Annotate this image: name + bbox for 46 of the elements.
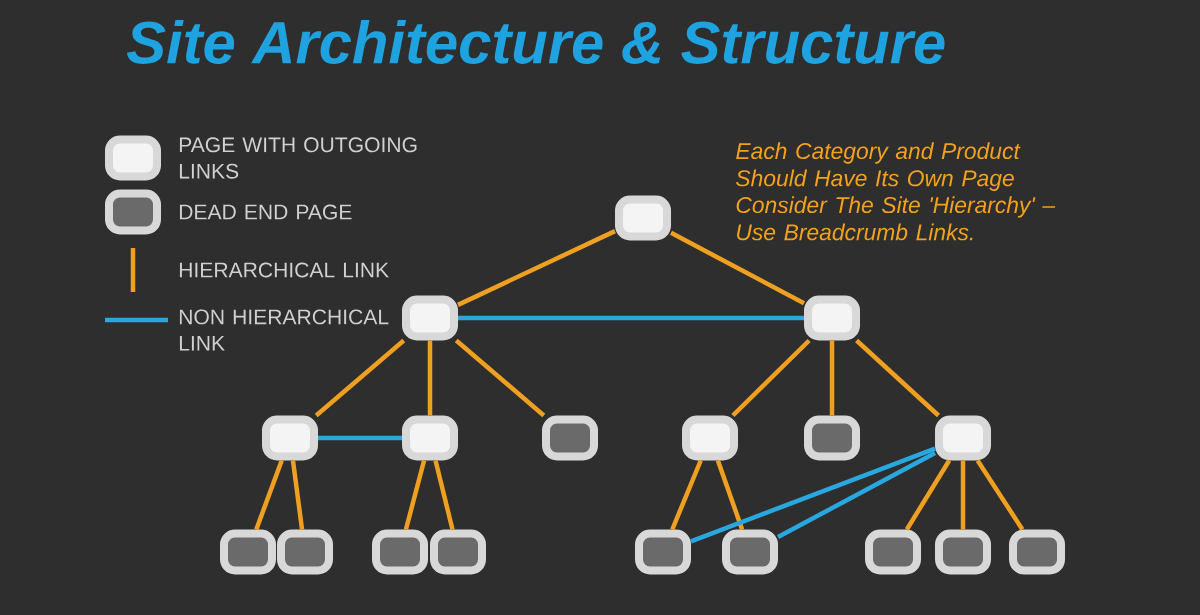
page-box [722,529,778,575]
link-line [427,340,433,416]
page-box [935,529,991,575]
title: Site Architecture & Structure [126,20,945,64]
page-box [682,415,738,461]
link-line [314,338,406,418]
link-line [457,229,616,307]
link-line [254,459,284,531]
link-line [829,340,835,416]
legend-label: HIERARCHICAL LINK [179,262,389,278]
page-box [372,529,428,575]
page-box [262,415,318,461]
link-line [690,446,936,544]
page-box [220,529,276,575]
legend-label: NON HIERARCHICAL LINK [179,309,389,351]
page-box [277,529,333,575]
page-box [402,415,458,461]
note-text: Each Category and Product Should Have Its Own Page [736,142,1021,191]
link-line [318,435,402,441]
note-text: Consider The Site 'Hierarchy' – Use Breadcrumb Links. [736,196,1056,241]
link-line [715,459,745,531]
link-line [670,459,703,531]
page-box [635,529,691,575]
page-box [402,295,458,341]
page-box [542,415,598,461]
page-box [935,415,991,461]
link-line [458,315,804,321]
link-line [855,338,940,418]
link-line [904,459,952,531]
page-box [615,195,671,241]
link-line [433,459,455,531]
page-box [804,295,860,341]
link-line [669,230,806,306]
page-box [804,415,860,461]
link-line [731,338,811,418]
link-line [290,460,305,530]
page-box [430,529,486,575]
link-line [454,338,546,418]
link-line [975,459,1025,531]
page-box [1009,529,1065,575]
page-box [865,529,921,575]
link-line [776,451,937,539]
legend-label: PAGE WITH OUTGOING LINKS [179,137,417,179]
link-line [960,460,966,530]
legend-label: DEAD END PAGE [179,204,352,220]
link-line [403,459,427,531]
